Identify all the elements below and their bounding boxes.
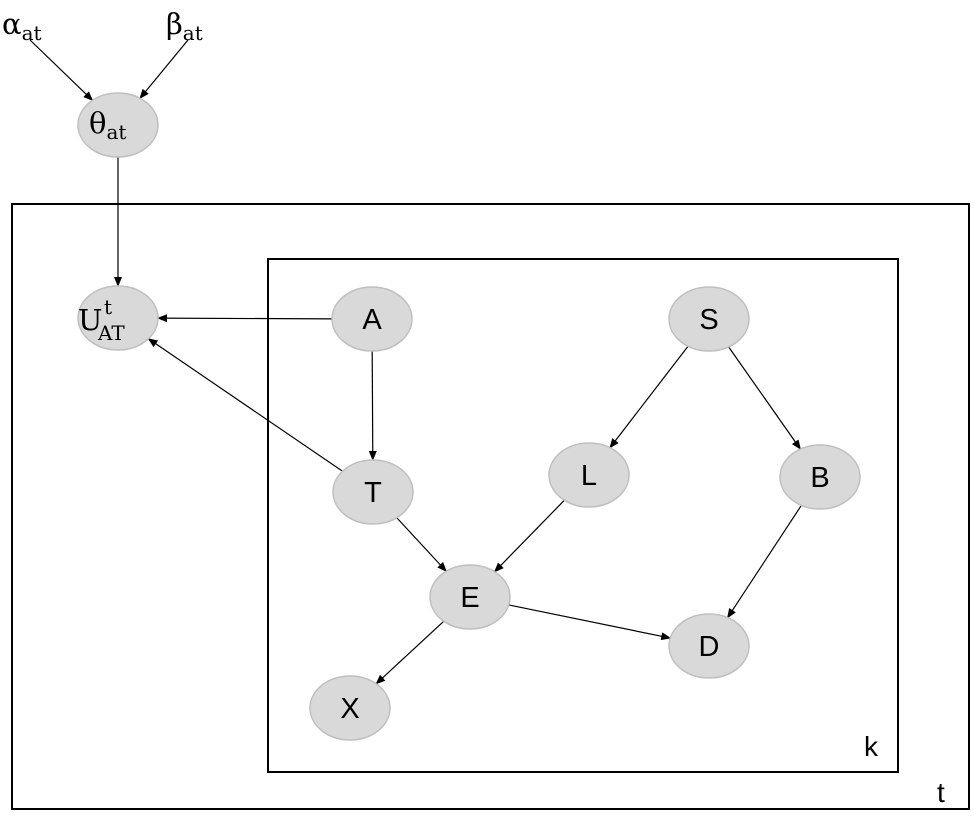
node-S: S bbox=[668, 286, 750, 352]
node-D-label: D bbox=[699, 631, 720, 663]
edge-beta-to-theta bbox=[139, 39, 189, 100]
alpha-label: αat bbox=[2, 7, 42, 45]
edge-S-to-B bbox=[728, 346, 801, 450]
inner-plate-label: k bbox=[864, 731, 879, 762]
edge-T-to-E bbox=[396, 517, 447, 572]
node-X-label: X bbox=[340, 693, 359, 725]
utility-symbol: U bbox=[78, 303, 102, 337]
utility-node: U t AT bbox=[77, 285, 159, 351]
node-B: B bbox=[779, 444, 861, 510]
node-L-label: L bbox=[581, 460, 597, 492]
edge-A-to-T bbox=[368, 350, 377, 462]
edge-S-to-L bbox=[609, 345, 689, 449]
edge-T-to-U bbox=[147, 338, 343, 472]
edge-L-to-E bbox=[493, 499, 565, 573]
theta-label: θat bbox=[89, 106, 126, 144]
edges-group bbox=[29, 39, 802, 685]
outer-plate-t bbox=[11, 203, 970, 810]
node-X: X bbox=[309, 675, 391, 741]
inner-plate-k bbox=[267, 258, 899, 773]
edge-E-to-D bbox=[508, 604, 672, 641]
node-B-label: B bbox=[810, 462, 829, 494]
edge-A-to-U bbox=[156, 314, 333, 323]
utility-subscript: AT bbox=[97, 321, 125, 345]
edge-E-to-X bbox=[375, 620, 445, 685]
edge-B-to-D bbox=[727, 504, 802, 619]
utility-superscript: t bbox=[104, 295, 112, 319]
node-T: T bbox=[332, 459, 414, 525]
node-A: A bbox=[331, 286, 413, 352]
beta-label: βat bbox=[166, 7, 203, 45]
node-E: E bbox=[429, 564, 511, 630]
node-S-label: S bbox=[699, 304, 718, 336]
node-E-label: E bbox=[460, 582, 479, 614]
theta-node: θat bbox=[77, 92, 159, 158]
node-L: L bbox=[548, 442, 630, 508]
outer-plate-label: t bbox=[937, 777, 945, 808]
node-D: D bbox=[668, 613, 750, 679]
edge-alpha-to-theta bbox=[29, 39, 94, 102]
node-T-label: T bbox=[364, 477, 382, 509]
node-A-label: A bbox=[362, 304, 382, 336]
